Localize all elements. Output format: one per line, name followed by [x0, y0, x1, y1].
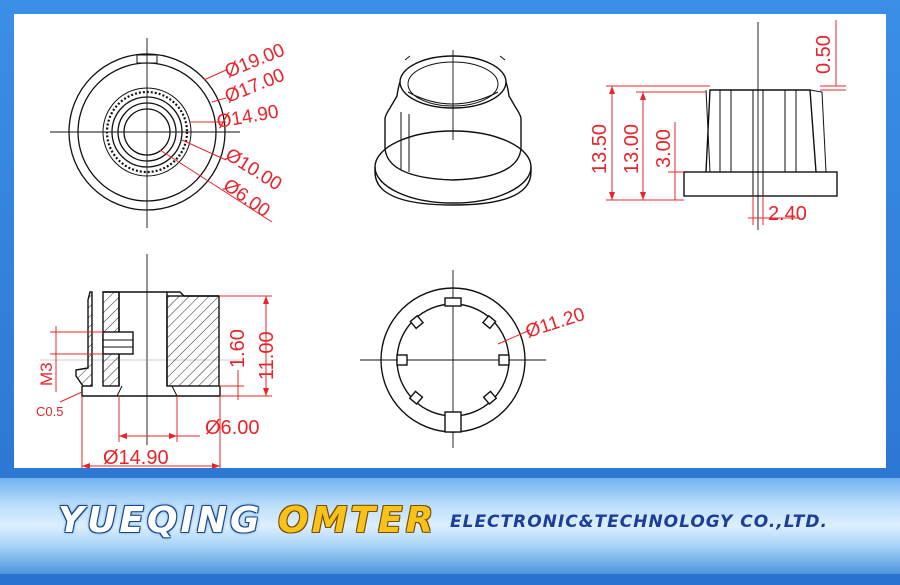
outer-circle	[68, 53, 226, 211]
section-view-dims	[50, 295, 272, 468]
bottom-view	[360, 270, 546, 448]
bottom-view-leader	[497, 329, 531, 345]
knurl-ring	[105, 90, 189, 174]
dim-side-w1: 2.40	[768, 203, 807, 225]
side-view-dims	[606, 20, 846, 225]
isometric-view	[374, 50, 532, 206]
dim-section-d2: Ø6.00	[205, 417, 259, 439]
top-view	[50, 38, 240, 228]
dim-section-c: C0.5	[36, 404, 63, 419]
dim-side-h2: 13.00	[621, 124, 643, 174]
top-view-leaders	[159, 69, 273, 223]
section-view	[40, 254, 240, 445]
bottom-strip	[0, 574, 900, 585]
dim-section-d1: Ø14.90	[103, 447, 169, 468]
dim-section-h2: 1.60	[227, 329, 249, 368]
company-suffix: ELECTRONIC&TECHNOLOGY CO.,LTD.	[450, 512, 828, 532]
brand-name-omter: OMTER	[278, 500, 437, 541]
key-notch	[136, 54, 158, 64]
dim-top-d3: Ø14.90	[215, 101, 280, 133]
company-banner	[0, 478, 900, 574]
side-view	[683, 22, 838, 230]
dim-section-h1: 11.00	[256, 331, 278, 380]
brand-name-yueqing: YUEQING	[58, 500, 263, 541]
dim-side-h1: 13.50	[589, 124, 611, 174]
dim-side-t1: 0.50	[813, 35, 835, 74]
technical-drawing: Ø19.00 Ø17.00 Ø14.90 Ø10.00 Ø6.00	[36, 20, 846, 468]
dim-side-h3: 3.00	[653, 129, 675, 168]
dim-section-m: M3	[37, 362, 56, 386]
drawing-sheet: Ø19.00 Ø17.00 Ø14.90 Ø10.00 Ø6.00	[14, 14, 886, 468]
dim-bottom-d1: Ø11.20	[523, 304, 587, 343]
